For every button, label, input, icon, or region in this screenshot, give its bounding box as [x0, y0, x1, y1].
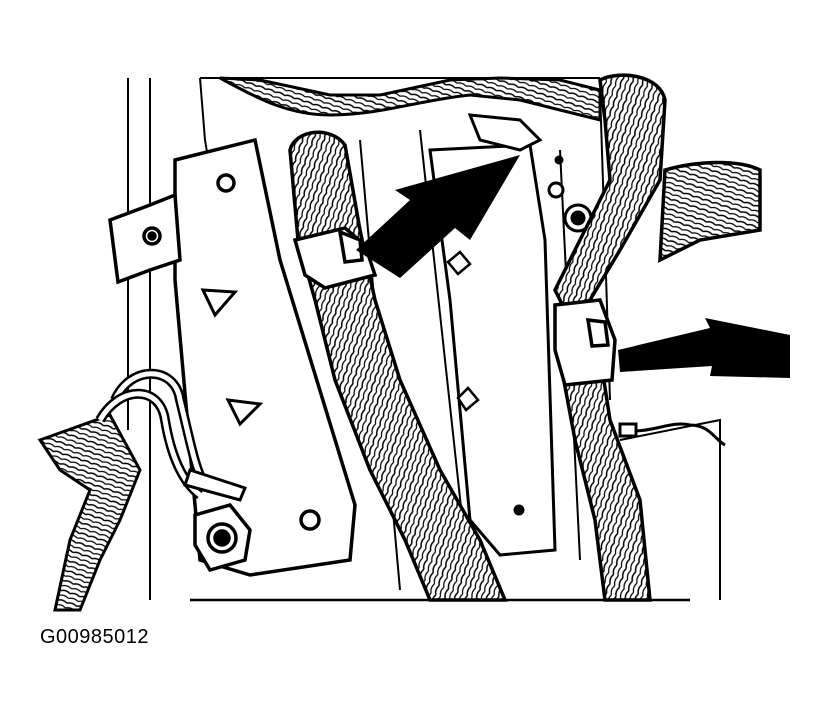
left-harness: [37, 368, 248, 612]
center-harness: [288, 130, 508, 602]
figure-code-label: G00985012: [40, 626, 150, 648]
right-harness: [553, 73, 762, 602]
right-wire-lead: [618, 422, 726, 447]
rear-bracket: [428, 143, 593, 557]
callout-arrow-right: [618, 318, 790, 378]
front-bracket: [108, 137, 357, 577]
callout-arrow-upper: [356, 155, 520, 278]
top-harness: [219, 76, 602, 152]
